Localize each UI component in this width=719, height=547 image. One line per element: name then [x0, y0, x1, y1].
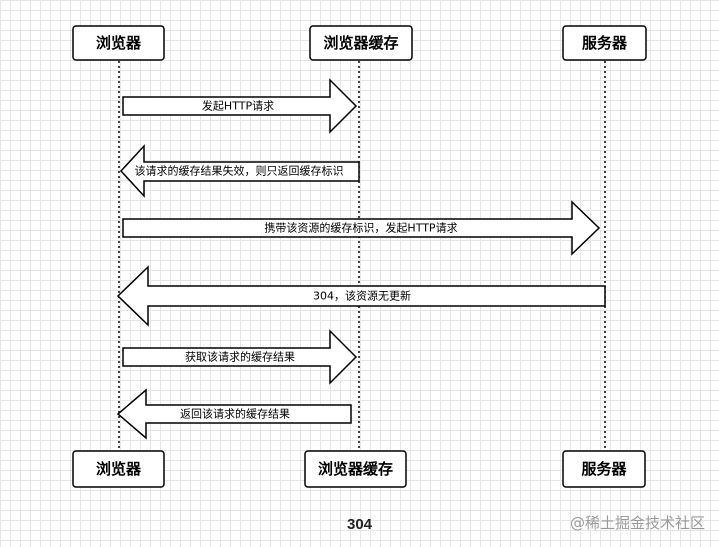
participant-browser-top-label: 浏览器	[96, 34, 142, 52]
participant-browser-cache-top: 浏览器缓存	[309, 25, 413, 61]
participant-browser-cache-top-label: 浏览器缓存	[323, 34, 398, 52]
message-label-3: 携带该资源的缓存标识，发起HTTP请求	[264, 221, 457, 235]
watermark: @稀土掘金技术社区	[569, 514, 705, 532]
message-arrow-1: 发起HTTP请求	[122, 78, 358, 134]
message-label-2: 该请求的缓存结果失效，则只返回缓存标识	[135, 164, 344, 178]
message-arrow-3: 携带该资源的缓存标识，发起HTTP请求	[122, 200, 601, 256]
message-arrow-6: 返回该请求的缓存结果	[116, 388, 352, 440]
message-label-1: 发起HTTP请求	[202, 99, 274, 113]
participant-browser-cache-bottom-label: 浏览器缓存	[318, 460, 393, 478]
message-label-4: 304，该资源无更新	[313, 289, 411, 303]
message-label-5: 获取该请求的缓存结果	[185, 350, 295, 364]
participant-browser-bottom-label: 浏览器	[96, 460, 142, 478]
message-label-6: 返回该请求的缓存结果	[180, 407, 290, 421]
participant-browser-cache-bottom: 浏览器缓存	[304, 450, 407, 488]
participant-server-top: 服务器	[562, 25, 647, 61]
message-arrow-5: 获取该请求的缓存结果	[122, 329, 358, 385]
message-arrow-4: 304，该资源无更新	[116, 265, 606, 327]
participant-server-bottom-label: 服务器	[581, 460, 627, 478]
figure-caption: 304	[346, 516, 373, 533]
message-arrow-2: 该请求的缓存结果失效，则只返回缓存标识	[119, 144, 360, 198]
participant-server-top-label: 服务器	[582, 34, 628, 52]
participant-server-bottom: 服务器	[562, 450, 646, 488]
participant-browser-bottom: 浏览器	[72, 450, 165, 488]
participant-browser-top: 浏览器	[72, 25, 165, 61]
